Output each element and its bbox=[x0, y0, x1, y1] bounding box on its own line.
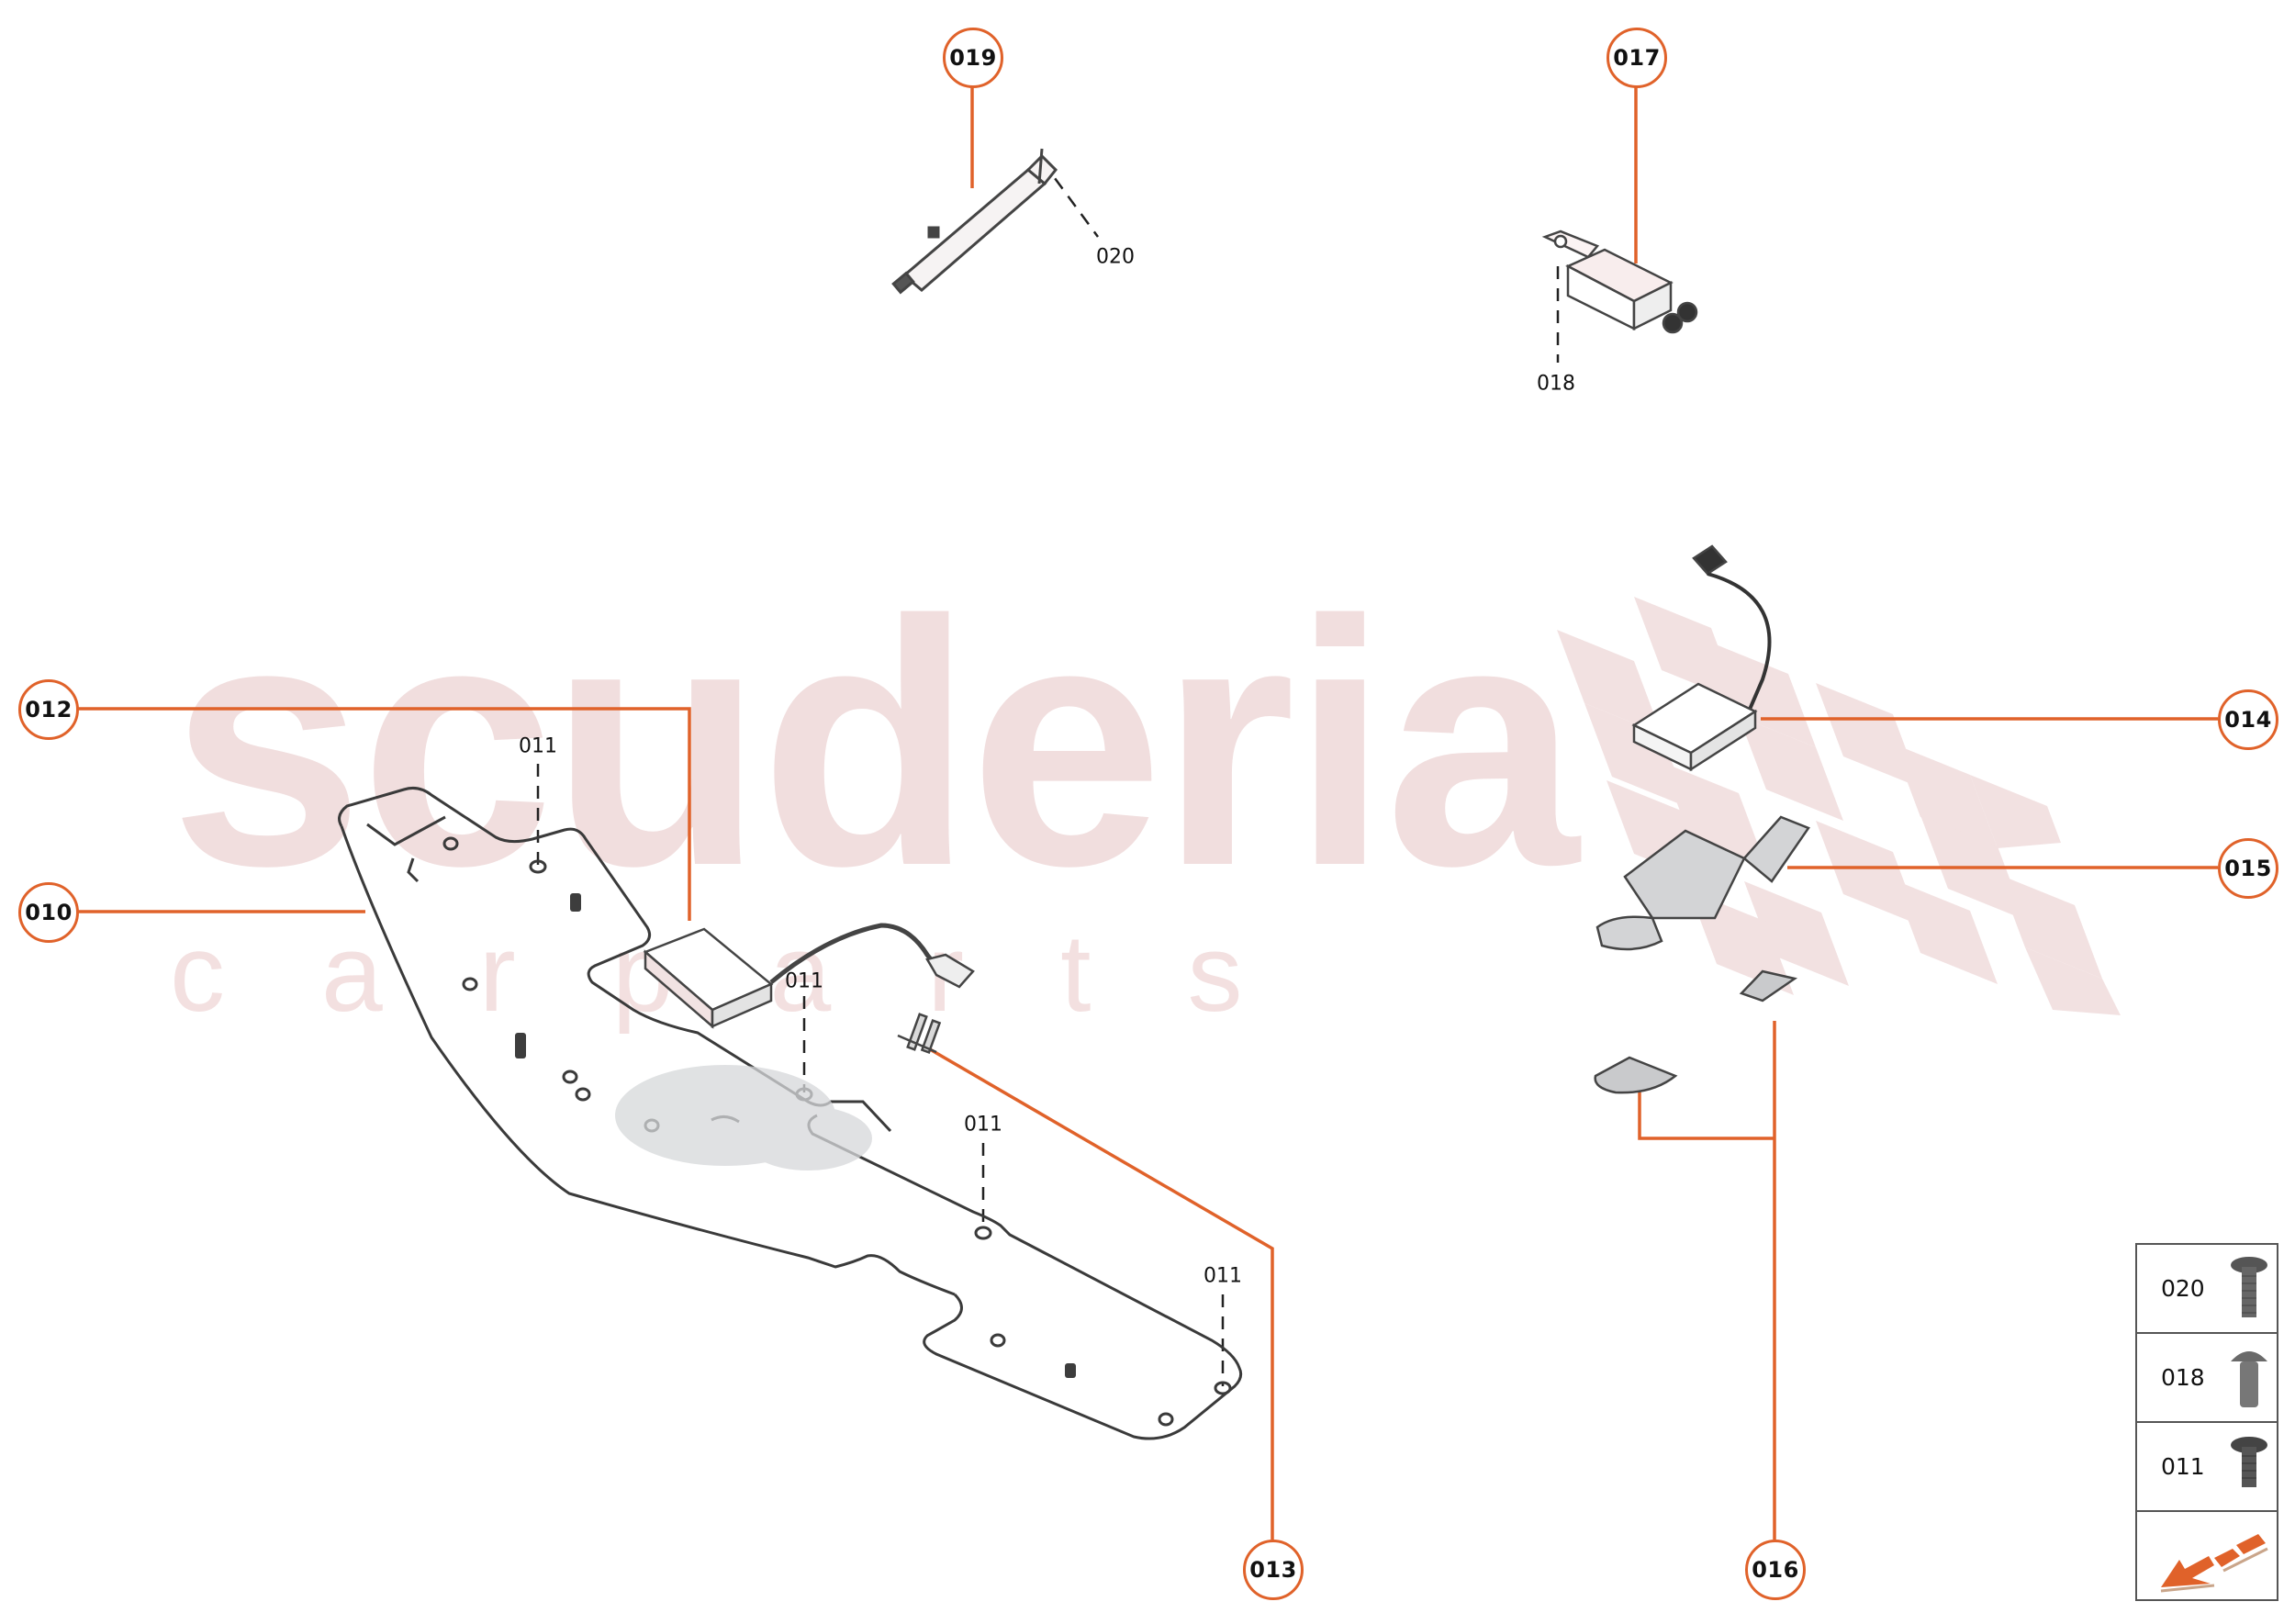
checkered-flag-watermark bbox=[1557, 597, 2121, 1015]
legend-nav-row[interactable] bbox=[2137, 1512, 2277, 1599]
round-head-screw-icon bbox=[2231, 1351, 2267, 1407]
screw-label-018: 018 bbox=[1537, 372, 1575, 396]
legend-row-018[interactable]: 018 bbox=[2137, 1334, 2277, 1423]
callout-019[interactable]: 019 bbox=[943, 28, 1003, 88]
screw-label-020: 020 bbox=[1096, 245, 1135, 269]
flange-screw-icon bbox=[2231, 1257, 2267, 1317]
part-015-bracket bbox=[1595, 815, 1810, 951]
screw-label-011: 011 bbox=[964, 1113, 1002, 1137]
part-017-amplifier bbox=[1541, 230, 1698, 334]
leader-lines bbox=[77, 86, 2218, 1540]
callout-010[interactable]: 010 bbox=[18, 882, 79, 943]
orange-direction-arrow-icon[interactable] bbox=[2137, 1512, 2275, 1599]
flange-screw-icon bbox=[2231, 1437, 2267, 1487]
callout-016[interactable]: 016 bbox=[1745, 1540, 1806, 1600]
legend-code: 018 bbox=[2161, 1364, 2205, 1391]
part-019-antenna-module bbox=[891, 148, 1058, 295]
part-016-pads bbox=[1594, 969, 1798, 1094]
panel-studs bbox=[515, 893, 1076, 1378]
part-013-clip bbox=[897, 1013, 942, 1054]
part-010-panel bbox=[338, 787, 1243, 1440]
panel-shading bbox=[615, 1065, 872, 1170]
callout-014[interactable]: 014 bbox=[2218, 689, 2278, 750]
callout-015[interactable]: 015 bbox=[2218, 838, 2278, 899]
fastener-legend: 020 018 011 bbox=[2135, 1243, 2278, 1601]
screw-label-011: 011 bbox=[1203, 1264, 1242, 1288]
legend-row-011[interactable]: 011 bbox=[2137, 1423, 2277, 1512]
legend-row-020[interactable]: 020 bbox=[2137, 1245, 2277, 1334]
screw-label-011: 011 bbox=[519, 734, 557, 758]
screw-label-011: 011 bbox=[785, 969, 823, 993]
legend-code: 011 bbox=[2161, 1453, 2205, 1480]
legend-code: 020 bbox=[2161, 1275, 2205, 1302]
part-012-control-unit bbox=[643, 923, 975, 1029]
part-014-module bbox=[1631, 544, 1772, 772]
callout-013[interactable]: 013 bbox=[1243, 1540, 1304, 1600]
callout-012[interactable]: 012 bbox=[18, 679, 79, 740]
callout-017[interactable]: 017 bbox=[1606, 28, 1667, 88]
watermark-brand: scuderia bbox=[170, 548, 1579, 938]
